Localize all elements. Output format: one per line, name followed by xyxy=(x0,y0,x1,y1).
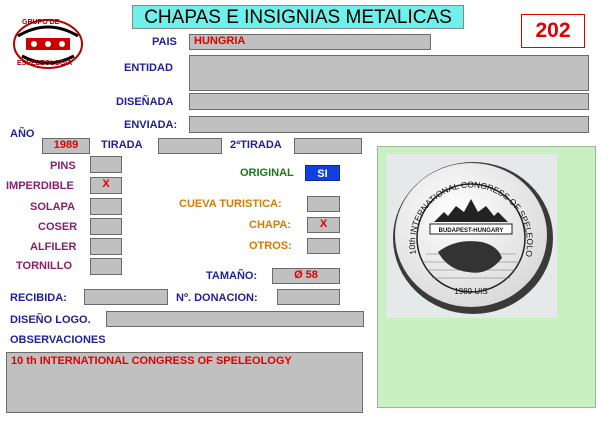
record-number: 202 xyxy=(521,14,585,48)
tornillo-checkbox[interactable] xyxy=(90,258,122,275)
entidad-label: ENTIDAD xyxy=(124,62,173,74)
pins-label: PINS xyxy=(50,160,76,172)
chapa-checkbox[interactable]: X xyxy=(307,217,340,233)
ano-field[interactable]: 1989 xyxy=(42,138,90,154)
tornillo-label: TORNILLO xyxy=(16,260,73,272)
enviada-field[interactable] xyxy=(189,116,589,133)
diseno-logo-field[interactable] xyxy=(106,311,364,327)
alfiler-label: ALFILER xyxy=(30,241,77,253)
original-value[interactable]: SI xyxy=(305,165,340,181)
badge-banner: BUDAPEST-HUNGARY xyxy=(439,228,504,234)
badge-image: BUDAPEST-HUNGARY 1989 UIS 10th INTERNATI… xyxy=(383,146,553,314)
otros-label: OTROS: xyxy=(249,240,292,252)
n-donacion-label: Nº. DONACION: xyxy=(176,292,258,304)
otros-checkbox[interactable] xyxy=(307,238,340,254)
badge-bottom-text: 1989 UIS xyxy=(454,287,487,296)
logo-text-bottom: ESPELEOLOGIA xyxy=(17,60,73,67)
imperdible-label: IMPERDIBLE xyxy=(6,180,74,192)
cueva-turistica-checkbox[interactable] xyxy=(307,196,340,212)
segunda-tirada-label: 2ªTIRADA xyxy=(230,139,282,151)
entidad-field[interactable] xyxy=(189,55,589,91)
cueva-turistica-label: CUEVA TURISTICA: xyxy=(179,198,282,210)
segunda-tirada-field[interactable] xyxy=(294,138,362,154)
disenada-label: DISEÑADA xyxy=(116,96,174,108)
coser-checkbox[interactable] xyxy=(90,218,122,235)
badge-photo: BUDAPEST-HUNGARY 1989 UIS 10th INTERNATI… xyxy=(383,146,557,318)
pais-label: PAIS xyxy=(152,36,177,48)
solapa-label: SOLAPA xyxy=(30,201,76,213)
pais-field[interactable]: HUNGRIA xyxy=(189,34,431,50)
coser-label: COSER xyxy=(38,221,78,233)
recibida-label: RECIBIDA: xyxy=(10,292,67,304)
logo-text-top: GRUPO DE xyxy=(22,19,60,26)
tamano-label: TAMAÑO: xyxy=(206,270,258,282)
ano-label: AÑO xyxy=(10,128,35,140)
tirada-field[interactable] xyxy=(158,138,222,154)
chapa-label: CHAPA: xyxy=(249,219,291,231)
imperdible-checkbox[interactable]: X xyxy=(90,177,122,194)
recibida-field[interactable] xyxy=(84,289,168,305)
enviada-label: ENVIADA: xyxy=(124,119,178,131)
observaciones-label: OBSERVACIONES xyxy=(10,334,106,346)
observaciones-field[interactable]: 10 th INTERNATIONAL CONGRESS OF SPELEOLO… xyxy=(6,352,363,413)
form-title: CHAPAS E INSIGNIAS METALICAS xyxy=(132,5,464,29)
pins-checkbox[interactable] xyxy=(90,156,122,173)
club-logo: GRUPO DE ESPELEOLOGIA xyxy=(8,16,88,72)
alfiler-checkbox[interactable] xyxy=(90,238,122,255)
original-label: ORIGINAL xyxy=(240,167,294,179)
disenada-field[interactable] xyxy=(189,93,589,110)
n-donacion-field[interactable] xyxy=(277,289,340,305)
tamano-field[interactable]: Ø 58 xyxy=(272,268,340,284)
diseno-logo-label: DISEÑO LOGO. xyxy=(10,314,91,326)
solapa-checkbox[interactable] xyxy=(90,198,122,215)
tirada-label: TIRADA xyxy=(101,139,143,151)
